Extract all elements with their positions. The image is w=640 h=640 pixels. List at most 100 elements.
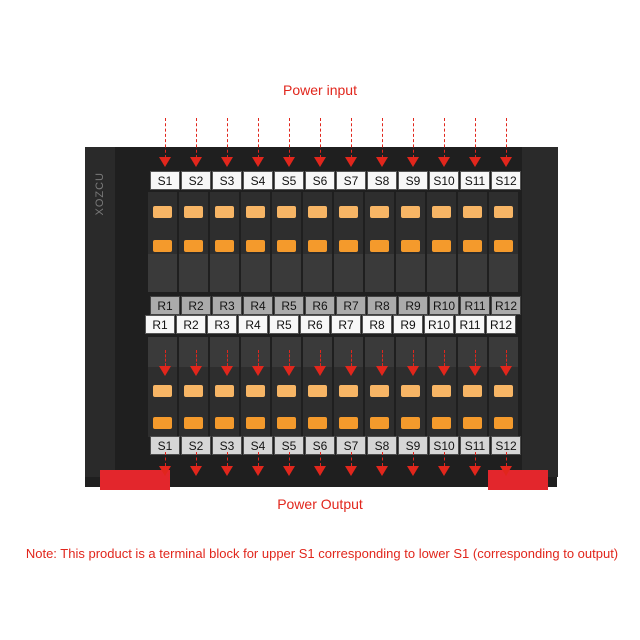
input-arrow-icon (190, 157, 202, 167)
module-housing (458, 337, 487, 367)
orange-lever[interactable] (432, 385, 451, 397)
mid-arrow-line (413, 350, 414, 366)
orange-lever[interactable] (463, 206, 482, 218)
orange-lever[interactable] (432, 206, 451, 218)
terminal-module (458, 337, 487, 437)
output-arrow-line (444, 452, 445, 466)
orange-lever[interactable] (308, 417, 327, 429)
terminal-module (179, 192, 208, 292)
orange-lever[interactable] (432, 417, 451, 429)
mid-label-r6: R6 (300, 315, 330, 334)
orange-lever[interactable] (215, 385, 234, 397)
output-arrow-icon (221, 466, 233, 476)
orange-lever[interactable] (432, 240, 451, 252)
output-arrow-icon (407, 466, 419, 476)
output-arrow-line (506, 452, 507, 466)
orange-lever[interactable] (339, 385, 358, 397)
bottom-label-s12: S12 (491, 436, 521, 455)
orange-lever[interactable] (215, 206, 234, 218)
mid-label-r10: R10 (424, 315, 454, 334)
orange-lever[interactable] (401, 385, 420, 397)
orange-lever[interactable] (246, 206, 265, 218)
orange-lever[interactable] (246, 385, 265, 397)
orange-lever[interactable] (370, 240, 389, 252)
mid-label-r7: R7 (331, 315, 361, 334)
orange-lever[interactable] (463, 240, 482, 252)
orange-lever[interactable] (277, 417, 296, 429)
mid-arrow-icon (190, 366, 202, 376)
orange-lever[interactable] (308, 240, 327, 252)
input-arrow-icon (252, 157, 264, 167)
input-arrow-icon (376, 157, 388, 167)
power-input-title: Power input (283, 82, 357, 98)
mid-label-back-r2: R2 (181, 296, 211, 315)
input-arrow-line (289, 118, 290, 158)
mid-arrow-icon (221, 366, 233, 376)
orange-lever[interactable] (339, 240, 358, 252)
orange-lever[interactable] (277, 206, 296, 218)
mid-label-back-r8: R8 (367, 296, 397, 315)
orange-lever[interactable] (308, 206, 327, 218)
orange-lever[interactable] (401, 206, 420, 218)
orange-lever[interactable] (401, 240, 420, 252)
orange-lever[interactable] (370, 417, 389, 429)
mid-label-back-r7: R7 (336, 296, 366, 315)
orange-lever[interactable] (339, 417, 358, 429)
mid-label-r11: R11 (455, 315, 485, 334)
orange-lever[interactable] (370, 385, 389, 397)
top-label-s11: S11 (460, 171, 490, 190)
orange-lever[interactable] (494, 385, 513, 397)
orange-lever[interactable] (339, 206, 358, 218)
orange-lever[interactable] (494, 206, 513, 218)
bottom-label-s3: S3 (212, 436, 242, 455)
mid-label-r9: R9 (393, 315, 423, 334)
orange-lever[interactable] (494, 240, 513, 252)
mid-arrow-line (320, 350, 321, 366)
power-output-title: Power Output (277, 496, 363, 512)
orange-lever[interactable] (215, 240, 234, 252)
orange-lever[interactable] (153, 417, 172, 429)
mid-arrow-icon (438, 366, 450, 376)
orange-lever[interactable] (153, 206, 172, 218)
orange-lever[interactable] (184, 240, 203, 252)
output-arrow-line (475, 452, 476, 466)
module-housing (210, 254, 239, 292)
input-arrow-icon (438, 157, 450, 167)
top-label-s12: S12 (491, 171, 521, 190)
orange-lever[interactable] (277, 385, 296, 397)
orange-lever[interactable] (277, 240, 296, 252)
mid-arrow-line (196, 350, 197, 366)
orange-lever[interactable] (184, 385, 203, 397)
orange-lever[interactable] (184, 417, 203, 429)
terminal-module (210, 192, 239, 292)
mid-label-back-r12: R12 (491, 296, 521, 315)
orange-lever[interactable] (463, 385, 482, 397)
orange-lever[interactable] (401, 417, 420, 429)
terminal-module (396, 337, 425, 437)
mid-label-r8: R8 (362, 315, 392, 334)
orange-lever[interactable] (463, 417, 482, 429)
orange-lever[interactable] (246, 417, 265, 429)
top-label-s7: S7 (336, 171, 366, 190)
mid-label-back-r10: R10 (429, 296, 459, 315)
input-arrow-line (382, 118, 383, 158)
orange-lever[interactable] (153, 385, 172, 397)
orange-lever[interactable] (184, 206, 203, 218)
mid-arrow-line (475, 350, 476, 366)
orange-lever[interactable] (494, 417, 513, 429)
orange-lever[interactable] (246, 240, 265, 252)
mid-arrow-line (506, 350, 507, 366)
input-arrow-icon (283, 157, 295, 167)
module-housing (458, 254, 487, 292)
orange-lever[interactable] (153, 240, 172, 252)
orange-lever[interactable] (308, 385, 327, 397)
input-arrow-line (475, 118, 476, 158)
terminal-module (179, 337, 208, 437)
mid-arrow-line (227, 350, 228, 366)
module-housing (179, 254, 208, 292)
input-arrow-line (351, 118, 352, 158)
terminal-module (148, 192, 177, 292)
orange-lever[interactable] (215, 417, 234, 429)
orange-lever[interactable] (370, 206, 389, 218)
bottom-label-s7: S7 (336, 436, 366, 455)
